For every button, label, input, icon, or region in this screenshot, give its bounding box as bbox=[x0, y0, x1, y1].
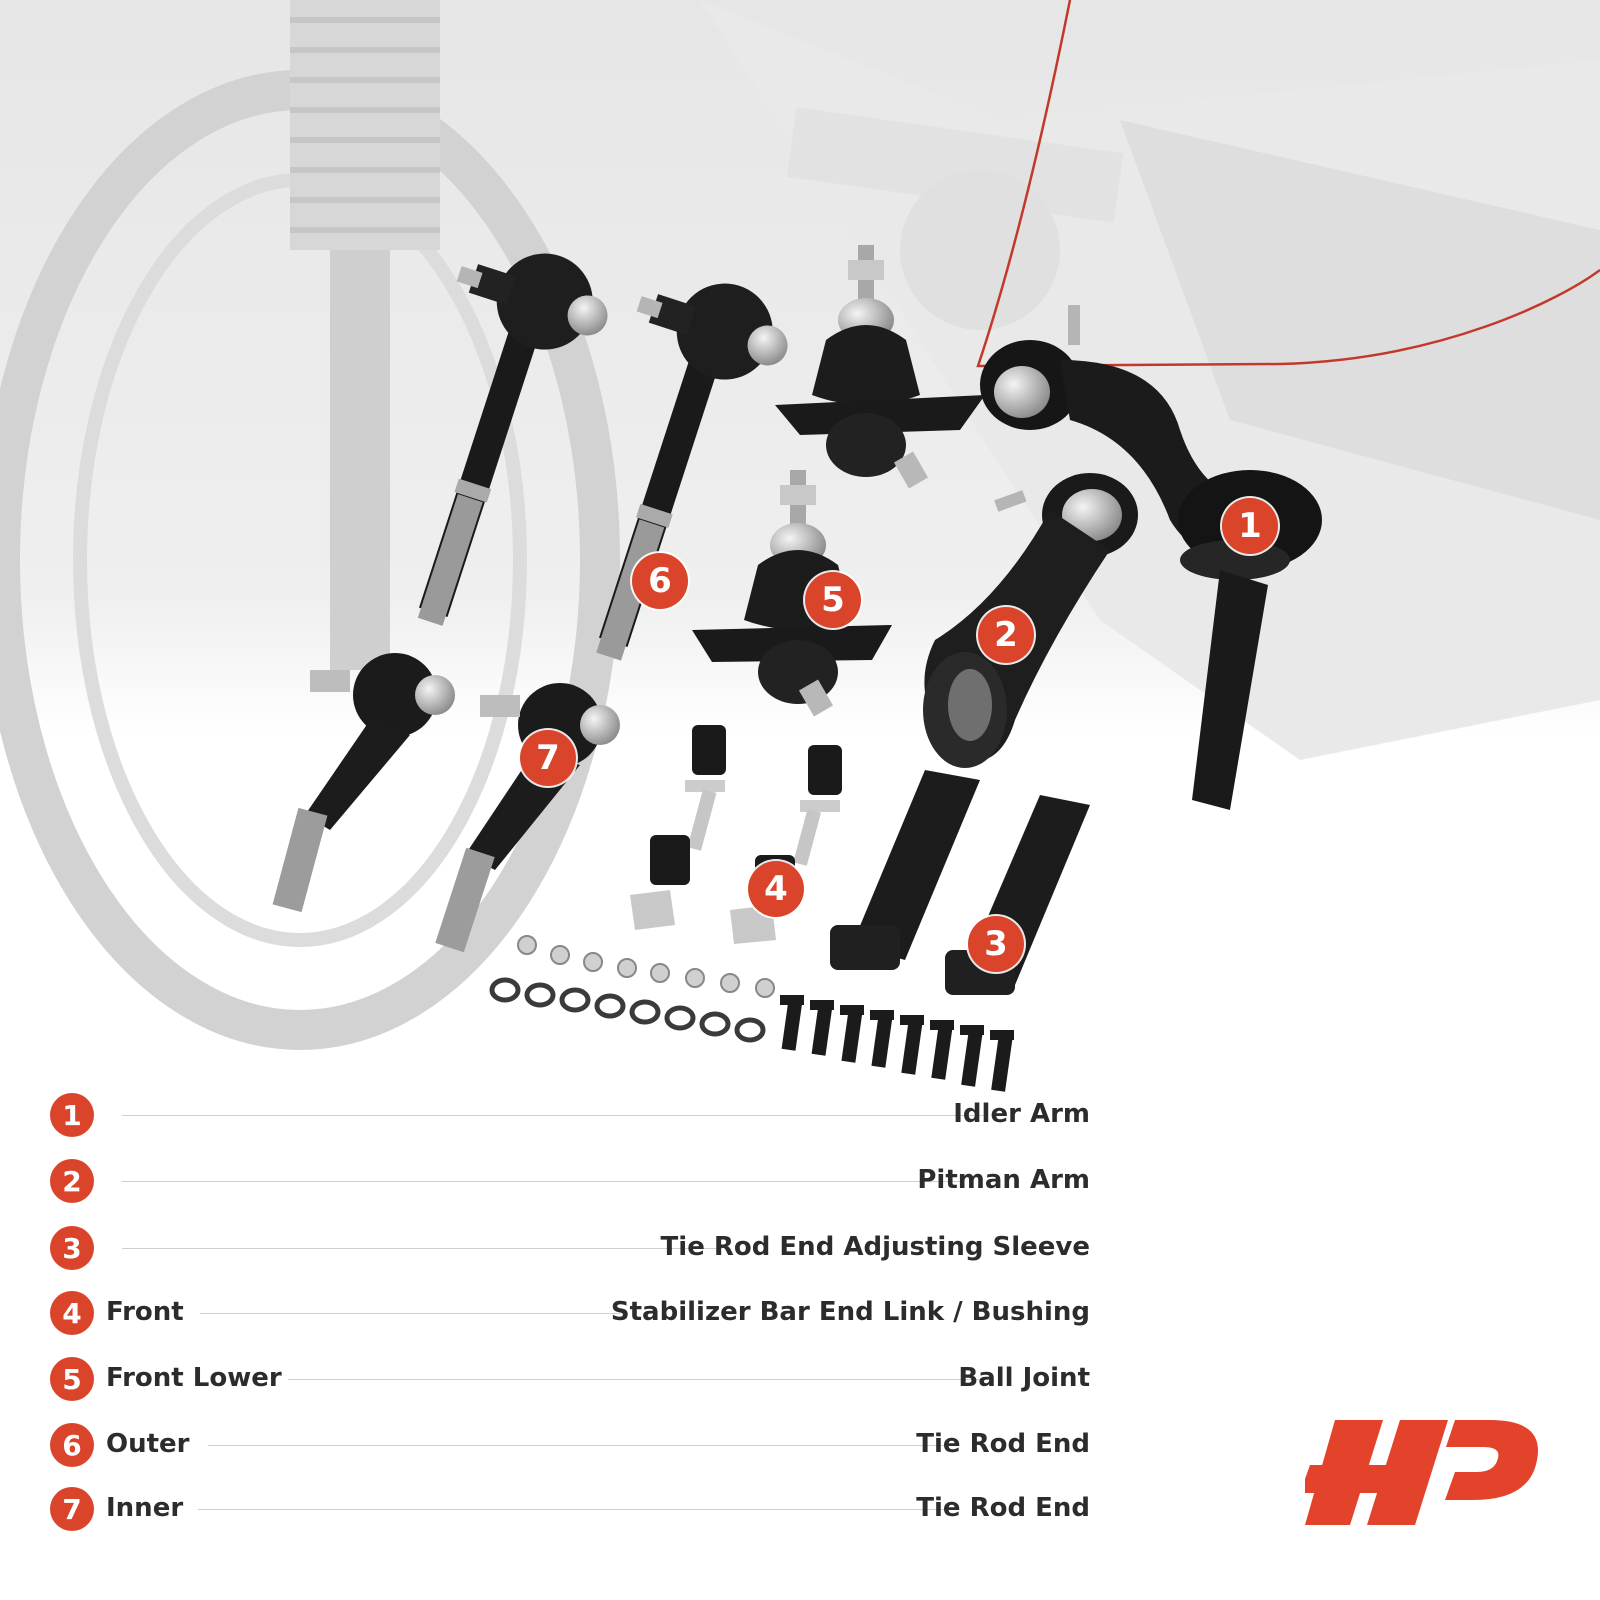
legend-rule bbox=[122, 1181, 962, 1182]
legend-part-name: Tie Rod End Adjusting Sleeve bbox=[660, 1232, 1090, 1262]
legend-badge: 3 bbox=[50, 1226, 94, 1270]
legend-rule bbox=[288, 1379, 988, 1380]
legend-qualifier: Front bbox=[106, 1297, 184, 1327]
legend-row-1: 1 Idler Arm bbox=[50, 1092, 1090, 1138]
legend-rule bbox=[200, 1313, 620, 1314]
hardware-parts bbox=[489, 935, 1014, 1092]
accent-frame-line bbox=[976, 0, 1600, 368]
callout-badge-2: 2 bbox=[978, 607, 1034, 663]
legend-part-name: Idler Arm bbox=[953, 1099, 1090, 1129]
callout-badge-6: 6 bbox=[632, 553, 688, 609]
legend-row-6: 6 Outer Tie Rod End bbox=[50, 1422, 1090, 1468]
legend-part-name: Ball Joint bbox=[958, 1363, 1090, 1393]
legend-qualifier: Outer bbox=[106, 1429, 190, 1459]
legend-part-name: Pitman Arm bbox=[917, 1165, 1090, 1195]
legend-badge: 5 bbox=[50, 1357, 94, 1401]
legend-qualifier: Inner bbox=[106, 1493, 184, 1523]
legend-row-7: 7 Inner Tie Rod End bbox=[50, 1486, 1090, 1532]
ball-joint-parts bbox=[692, 245, 985, 717]
callout-badge-7: 7 bbox=[520, 730, 576, 786]
legend-part-name: Tie Rod End bbox=[916, 1493, 1090, 1523]
legend-row-5: 5 Front Lower Ball Joint bbox=[50, 1356, 1090, 1402]
callout-badge-3: 3 bbox=[968, 916, 1024, 972]
legend-rule bbox=[122, 1248, 722, 1249]
legend-badge: 1 bbox=[50, 1093, 94, 1137]
callout-badge-5: 5 bbox=[805, 572, 861, 628]
idler-arm-part bbox=[980, 305, 1322, 810]
callout-badge-4: 4 bbox=[748, 861, 804, 917]
legend-rule bbox=[208, 1445, 958, 1446]
legend-row-3: 3 Tie Rod End Adjusting Sleeve bbox=[50, 1225, 1090, 1271]
legend-badge: 4 bbox=[50, 1291, 94, 1335]
legend-row-4: 4 Front Stabilizer Bar End Link / Bushin… bbox=[50, 1290, 1090, 1336]
legend-rule bbox=[198, 1509, 958, 1510]
legend-rule bbox=[122, 1115, 984, 1116]
legend-qualifier: Front Lower bbox=[106, 1363, 282, 1393]
legend-badge: 6 bbox=[50, 1423, 94, 1467]
legend-part-name: Tie Rod End bbox=[916, 1429, 1090, 1459]
brand-logo-icon bbox=[1305, 1420, 1539, 1525]
legend-row-2: 2 Pitman Arm bbox=[50, 1158, 1090, 1204]
callout-badge-1: 1 bbox=[1222, 498, 1278, 554]
legend-badge: 2 bbox=[50, 1159, 94, 1203]
legend-part-name: Stabilizer Bar End Link / Bushing bbox=[610, 1297, 1090, 1327]
legend-badge: 7 bbox=[50, 1487, 94, 1531]
